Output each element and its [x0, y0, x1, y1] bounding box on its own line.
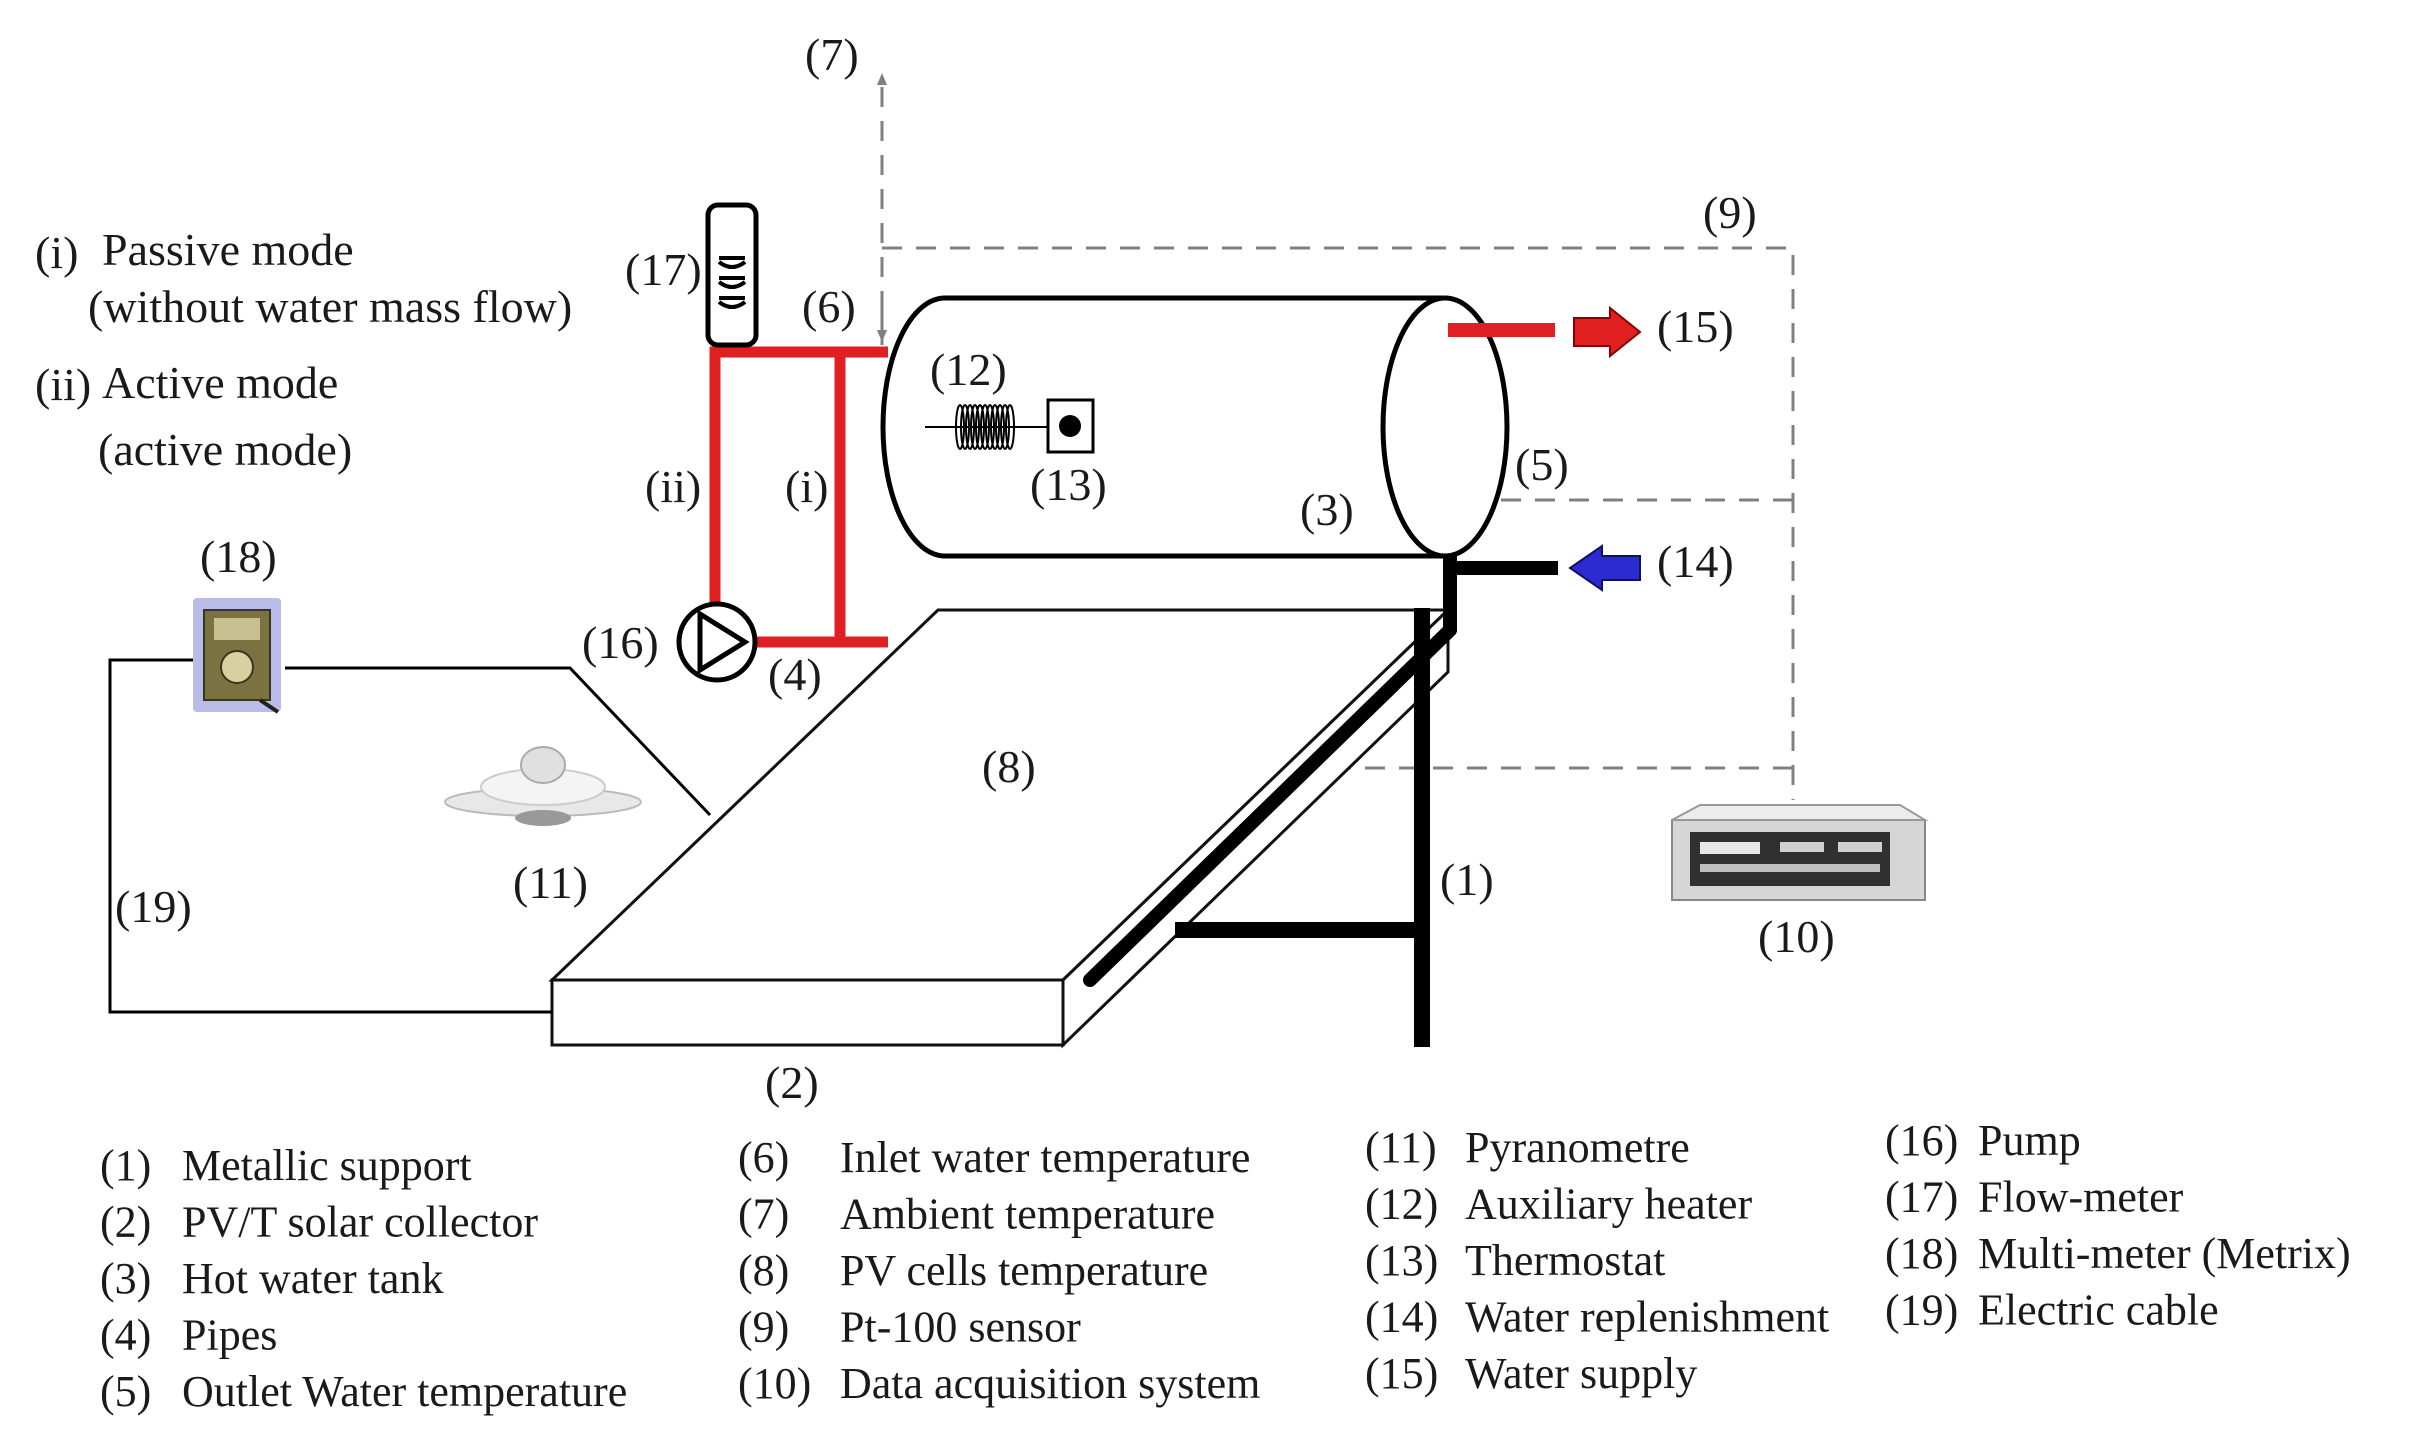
- passive-mode-desc: (without water mass flow): [88, 281, 572, 332]
- legend-label: Ambient temperature: [840, 1190, 1215, 1239]
- legend-number: (9): [738, 1303, 789, 1352]
- callout-1: (1): [1440, 854, 1494, 905]
- callout-pipe-i: (i): [785, 461, 828, 512]
- active-mode-desc: (active mode): [98, 424, 352, 475]
- active-mode-num: (ii): [35, 359, 91, 410]
- auxiliary-heater: [925, 404, 1060, 450]
- legend-number: (16): [1885, 1116, 1958, 1165]
- legend: (1) Metallic support (2) PV/T solar collect…: [100, 1116, 2351, 1416]
- red-pipe-network: [709, 346, 888, 648]
- legend-number: (18): [1885, 1229, 1958, 1278]
- water-supply-arrow-icon: [1573, 305, 1642, 359]
- electric-cable-right: [285, 666, 712, 817]
- collector-front-face: [550, 978, 1065, 1047]
- electric-cable-left: [108, 658, 552, 1014]
- legend-label: Pipes: [182, 1311, 277, 1360]
- callout-2: (2): [765, 1057, 819, 1108]
- legend-label: Pyranometre: [1465, 1123, 1690, 1172]
- callout-8: (8): [982, 741, 1036, 792]
- legend-number: (14): [1365, 1293, 1438, 1342]
- legend-label: PV/T solar collector: [182, 1198, 538, 1247]
- callout-10: (10): [1758, 911, 1835, 962]
- callout-5: (5): [1515, 439, 1569, 490]
- pvt-solar-collector: [548, 606, 1452, 1049]
- thermostat: [1015, 398, 1095, 454]
- legend-number: (2): [100, 1198, 151, 1247]
- hot-water-tank: [880, 295, 1510, 559]
- legend-label: Inlet water temperature: [840, 1133, 1250, 1182]
- legend-number: (8): [738, 1246, 789, 1295]
- callout-3: (3): [1300, 484, 1354, 535]
- data-acquisition-icon: [1671, 804, 1929, 901]
- legend-label: Metallic support: [182, 1141, 472, 1190]
- callout-6: (6): [802, 281, 856, 332]
- legend-label: Data acquisition system: [840, 1359, 1260, 1408]
- legend-number: (6): [738, 1133, 789, 1182]
- legend-label: Multi-meter (Metrix): [1978, 1229, 2351, 1278]
- legend-number: (3): [100, 1254, 151, 1303]
- callout-4: (4): [768, 649, 822, 700]
- callouts: (1) (2) (3) (4) (5) (6) (7) (8) (9) (10)…: [115, 29, 1835, 1108]
- legend-label: Electric cable: [1978, 1286, 2219, 1335]
- callout-15: (15): [1657, 301, 1734, 352]
- legend-label: PV cells temperature: [840, 1246, 1208, 1295]
- callout-pipe-ii: (ii): [645, 461, 701, 512]
- callout-19: (19): [115, 881, 192, 932]
- passive-mode-num: (i): [35, 227, 78, 278]
- legend-number: (12): [1365, 1180, 1438, 1229]
- legend-label: Water supply: [1465, 1349, 1697, 1398]
- legend-label: Pt-100 sensor: [840, 1303, 1081, 1352]
- active-mode-title: Active mode: [102, 357, 338, 408]
- callout-12: (12): [930, 344, 1007, 395]
- tank-end-cap: [1380, 295, 1510, 559]
- callout-17: (17): [625, 244, 702, 295]
- legend-label: Flow-meter: [1978, 1173, 2184, 1222]
- legend-number: (19): [1885, 1286, 1958, 1335]
- water-replenishment-arrow-icon: [1568, 544, 1641, 592]
- legend-number: (10): [738, 1359, 811, 1408]
- legend-number: (13): [1365, 1236, 1438, 1285]
- callout-18: (18): [200, 531, 277, 582]
- callout-11: (11): [513, 857, 588, 908]
- pyranometer-icon: [444, 746, 642, 826]
- callout-7: (7): [805, 29, 859, 80]
- legend-number: (15): [1365, 1349, 1438, 1398]
- legend-label: Thermostat: [1465, 1236, 1665, 1285]
- legend-number: (1): [100, 1141, 151, 1190]
- callout-9: (9): [1703, 187, 1757, 238]
- legend-label: Auxiliary heater: [1465, 1180, 1752, 1229]
- callout-13: (13): [1030, 459, 1107, 510]
- pump-icon: [676, 601, 758, 683]
- legend-label: Outlet Water temperature: [182, 1367, 627, 1416]
- callout-16: (16): [582, 617, 659, 668]
- legend-label: Water replenishment: [1465, 1293, 1829, 1342]
- mode-descriptions: (i) Passive mode (without water mass flo…: [35, 224, 572, 475]
- legend-number: (17): [1885, 1173, 1958, 1222]
- passive-mode-title: Passive mode: [102, 224, 354, 275]
- legend-number: (4): [100, 1311, 151, 1360]
- metallic-support: [1175, 608, 1430, 1047]
- legend-number: (7): [738, 1190, 789, 1239]
- legend-label: Pump: [1978, 1116, 2081, 1165]
- legend-number: (5): [100, 1367, 151, 1416]
- flow-meter-icon: [705, 202, 759, 348]
- legend-label: Hot water tank: [182, 1254, 443, 1303]
- callout-14: (14): [1657, 536, 1734, 587]
- active-loop-pipe: [709, 346, 888, 610]
- multimeter-icon: [193, 598, 281, 714]
- legend-number: (11): [1365, 1123, 1437, 1172]
- collector-riser-pipe: [1083, 623, 1457, 987]
